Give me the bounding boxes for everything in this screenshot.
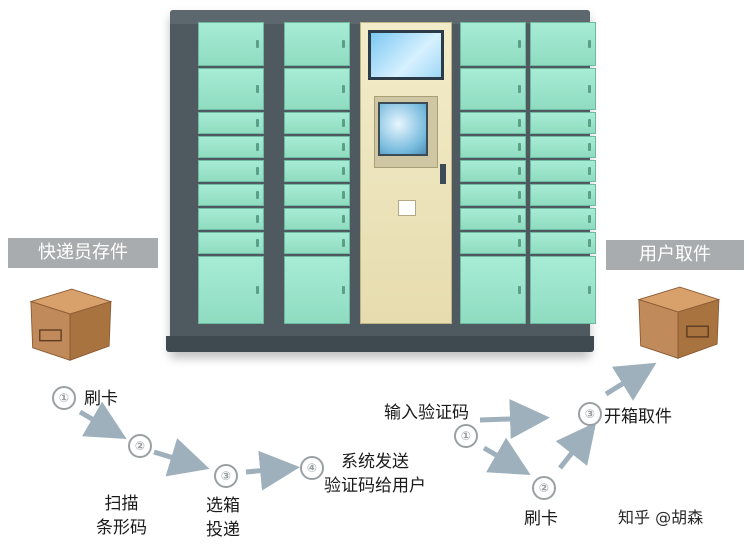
locker-door [530, 184, 596, 206]
locker-door [530, 112, 596, 134]
locker-door [284, 256, 350, 324]
locker-door [530, 208, 596, 230]
user-step-2-label: 刷卡 [524, 509, 558, 529]
locker-door [460, 208, 526, 230]
locker-column-4 [530, 22, 596, 332]
locker-door [198, 256, 264, 324]
step-number-badge: ① [454, 424, 478, 448]
receipt-slot [398, 200, 416, 216]
locker-door [460, 232, 526, 254]
flow-arrow [555, 422, 597, 470]
locker-door [460, 68, 526, 110]
locker-door [198, 22, 264, 66]
courier-banner: 快递员存件 [8, 238, 158, 268]
locker-door [284, 208, 350, 230]
locker-door [460, 22, 526, 66]
flow-arrow [604, 362, 657, 401]
locker-door [530, 68, 596, 110]
flow-arrow [78, 401, 127, 440]
courier-step-1-label: 刷卡 [84, 389, 118, 409]
cabinet-top [170, 10, 590, 24]
locker-door [198, 136, 264, 158]
flow-arrow [479, 399, 550, 439]
step-number-badge: ② [128, 434, 152, 458]
user-step-1-label: 输入验证码 [384, 403, 469, 423]
step-number-badge: ④ [300, 456, 324, 480]
locker-door [198, 68, 264, 110]
step-number-badge: ③ [214, 464, 238, 488]
locker-door [284, 136, 350, 158]
advertising-screen [368, 30, 444, 80]
locker-door [530, 232, 596, 254]
locker-column-3 [460, 22, 526, 332]
locker-door [460, 136, 526, 158]
parcel-box-icon [637, 286, 721, 359]
locker-door [284, 22, 350, 66]
locker-door [530, 160, 596, 182]
locker-door [460, 184, 526, 206]
locker-door [284, 112, 350, 134]
touch-screen [378, 102, 428, 156]
locker-door [284, 160, 350, 182]
locker-door [530, 256, 596, 324]
courier-step-2-label: 扫描 条形码 [96, 494, 147, 538]
step-number-badge: ① [52, 386, 76, 410]
flow-arrow [482, 437, 531, 476]
parcel-box-icon [29, 288, 113, 361]
step-number-badge: ③ [578, 402, 602, 426]
locker-door [198, 184, 264, 206]
courier-step-3-label: 选箱 投递 [206, 496, 240, 540]
locker-door [460, 256, 526, 324]
locker-column-1 [198, 22, 264, 332]
step-number-badge: ② [532, 476, 556, 500]
cabinet-base [166, 336, 594, 352]
locker-door [198, 232, 264, 254]
user-step-3-label: 开箱取件 [604, 407, 672, 427]
user-banner: 用户取件 [606, 240, 744, 270]
locker-door [284, 232, 350, 254]
locker-column-2 [284, 22, 350, 332]
flow-arrow [153, 438, 210, 477]
locker-door [198, 112, 264, 134]
locker-door [530, 22, 596, 66]
locker-door [284, 68, 350, 110]
locker-door [198, 208, 264, 230]
locker-door [460, 160, 526, 182]
locker-door [460, 112, 526, 134]
locker-door [284, 184, 350, 206]
flow-arrow [245, 450, 300, 491]
watermark: 知乎 @胡森 [618, 508, 704, 527]
locker-door [198, 160, 264, 182]
card-reader [440, 164, 446, 184]
locker-door [530, 136, 596, 158]
courier-step-4-label: 系统发送 验证码给用户 [324, 452, 426, 496]
